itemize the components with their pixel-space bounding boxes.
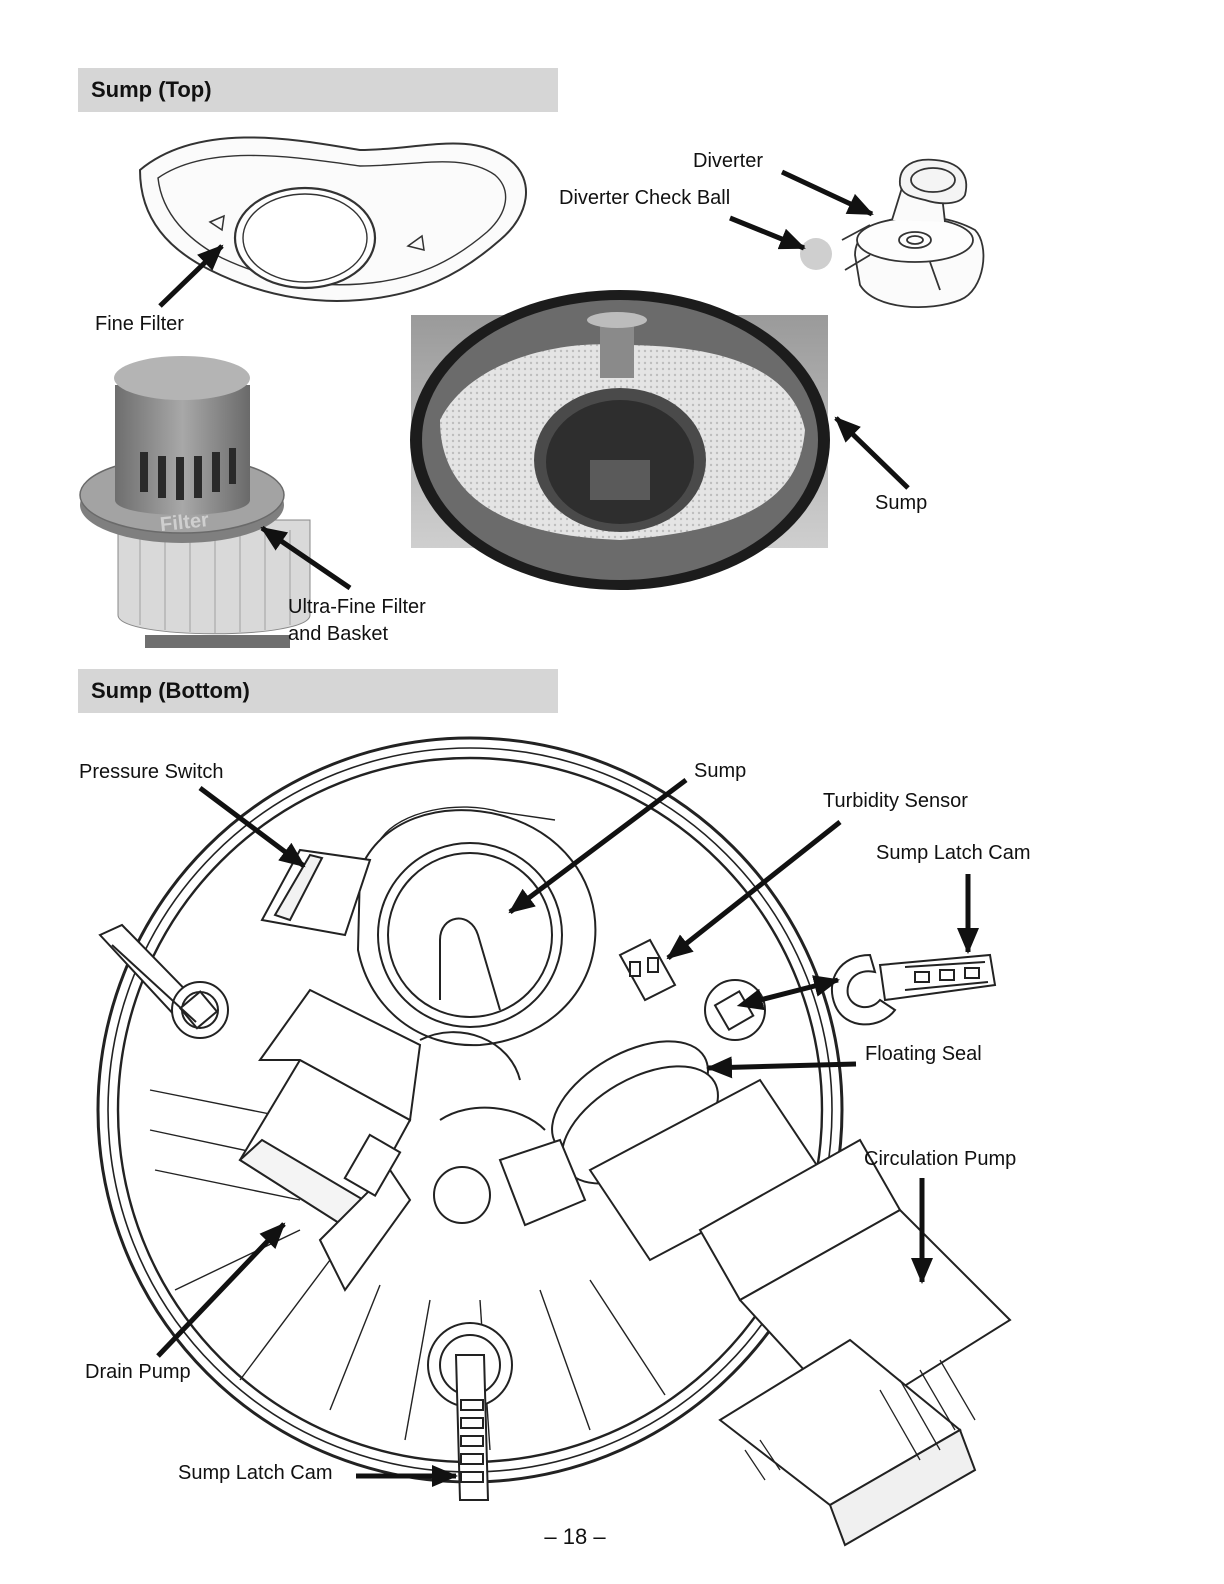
label-pressure-switch: Pressure Switch [79,759,224,786]
arrow-drain-pump [158,1224,284,1356]
arrow-sump-top [836,418,908,488]
arrow-diverter-check-ball [730,218,804,248]
arrow-diverter [782,172,872,214]
label-fine-filter: Fine Filter [95,311,184,338]
label-sump-bottom: Sump [694,758,746,785]
label-floating-seal: Floating Seal [865,1041,982,1068]
label-ultra-fine-basket: and Basket [288,621,388,648]
label-drain-pump: Drain Pump [85,1359,191,1386]
diverter-drawing [842,160,983,307]
page-number: – 18 – [0,1524,1150,1550]
arrow-pressure-switch [200,788,304,866]
label-sump-latch-cam-right: Sump Latch Cam [876,840,1031,867]
label-ultra-fine-filter: Ultra-Fine Filter [288,594,426,621]
arrow-floating-seal [708,1064,856,1068]
label-sump-top: Sump [875,490,927,517]
ultra-fine-filter-photo: Filter [80,356,310,648]
label-diverter-check-ball: Diverter Check Ball [559,185,730,212]
arrow-turbidity-sensor [668,822,840,958]
diverter-check-ball [800,238,832,270]
label-sump-latch-cam-bottom: Sump Latch Cam [178,1460,333,1487]
label-diverter: Diverter [693,148,763,175]
sump-bottom-drawing [98,738,1010,1545]
label-circulation-pump: Circulation Pump [864,1146,1016,1173]
sump-photo [410,290,830,590]
fine-filter-drawing [140,138,526,301]
label-turbidity-sensor: Turbidity Sensor [823,788,968,815]
